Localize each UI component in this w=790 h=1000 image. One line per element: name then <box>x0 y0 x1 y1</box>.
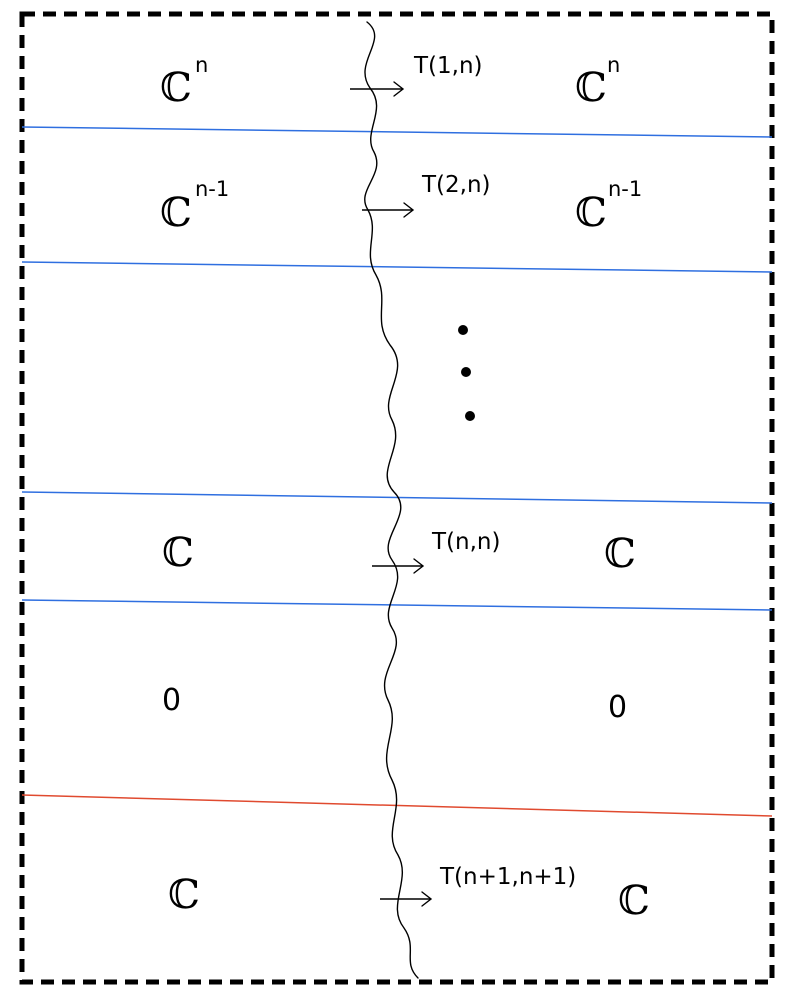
ellipsis-dot-1 <box>458 325 468 335</box>
row-4-left-space: ℂ <box>162 530 194 576</box>
divider-line-4 <box>21 599 773 611</box>
arrow-head <box>413 558 425 574</box>
row-2-map-label: T(2,n) <box>421 172 491 198</box>
arrow-row-1 <box>350 81 405 97</box>
row-1-map-label: T(1,n) <box>413 53 483 79</box>
row-1-right-space: ℂ <box>575 65 607 111</box>
arrow-row-6 <box>380 891 433 907</box>
arrow-row-2 <box>362 202 415 218</box>
row-2-left-space: ℂ <box>160 190 192 236</box>
row-4-map-label: T(n,n) <box>431 529 500 555</box>
row-2-right-exponent: n-1 <box>608 177 642 201</box>
row-1-left-space: ℂ <box>160 65 192 111</box>
arrow-row-4 <box>372 558 425 574</box>
row-1-left-exponent: n <box>195 53 208 77</box>
arrow-head <box>403 202 415 218</box>
row-1-right-exponent: n <box>607 53 620 77</box>
arrow-head <box>421 891 433 907</box>
divider-line-5 <box>21 794 773 817</box>
row-5-left-zero: 0 <box>162 683 181 718</box>
wavy-vertical-curve <box>364 21 419 979</box>
row-5-right-zero: 0 <box>608 690 627 725</box>
arrow-head <box>393 81 405 97</box>
row-2-right-space: ℂ <box>575 190 607 236</box>
row-4-right-space: ℂ <box>604 531 636 577</box>
row-2-left-exponent: n-1 <box>195 177 229 201</box>
row-6-map-label: T(n+1,n+1) <box>439 864 576 890</box>
ellipsis-dot-2 <box>461 367 471 377</box>
dashed-frame <box>19 11 775 985</box>
ellipsis-dot-3 <box>465 411 475 421</box>
row-6-right-space: ℂ <box>618 878 650 924</box>
divider-line-2 <box>21 261 773 273</box>
divider-line-1 <box>21 126 773 138</box>
divider-line-3 <box>21 491 773 504</box>
row-6-left-space: ℂ <box>168 872 200 918</box>
